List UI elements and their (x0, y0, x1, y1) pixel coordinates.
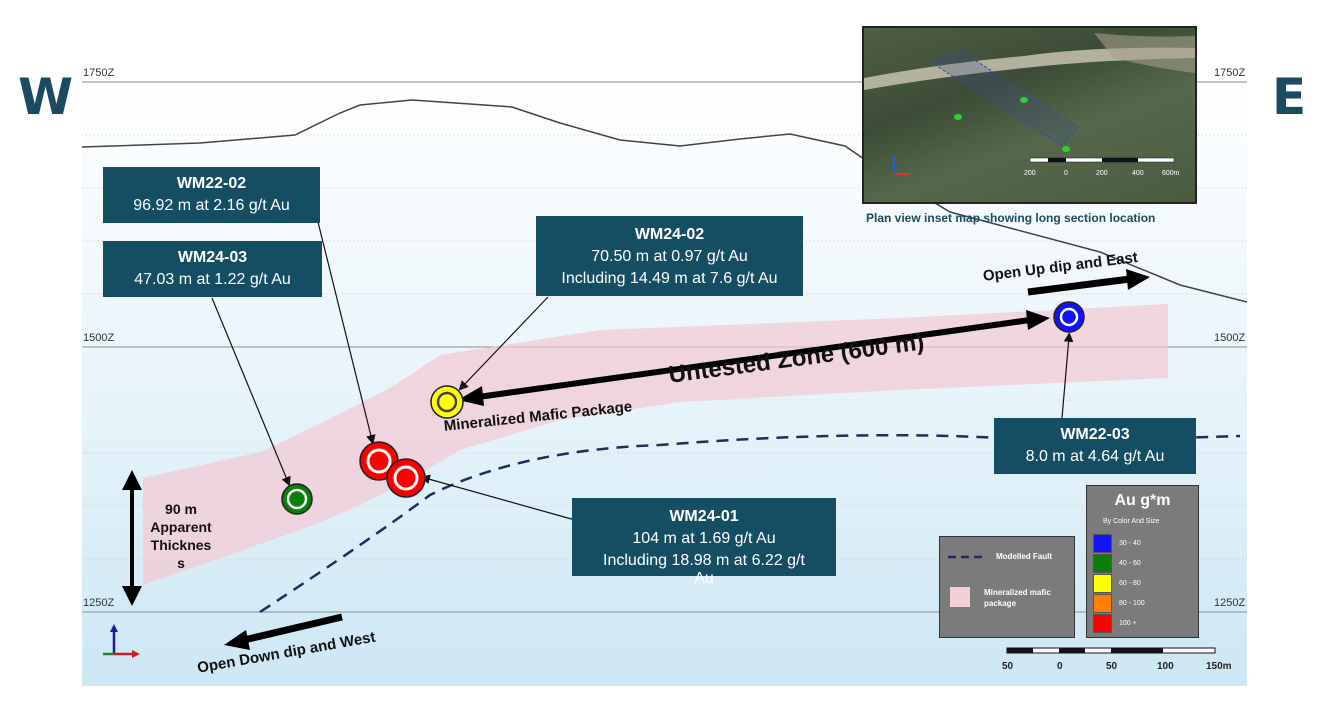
elevation-label-1500-right: 1500Z (1214, 332, 1246, 344)
au-legend-item: 80 - 100 (1093, 594, 1145, 613)
callout-line: 96.92 m at 2.16 g/t Au (133, 197, 290, 214)
callout-line: 70.50 m at 0.97 g/t Au (591, 248, 748, 265)
scale-bar (1006, 647, 1216, 654)
elevation-label-1750-left: 1750Z (83, 67, 115, 79)
callout-line: Au (694, 570, 714, 587)
au-legend-swatch (1093, 614, 1112, 633)
scale-bar-label: 150m (1206, 661, 1232, 672)
au-legend-title: Au g*m (1114, 492, 1171, 509)
au-legend-item-label: 100 + (1119, 620, 1137, 627)
package-legend-swatch (950, 587, 970, 607)
au-legend-item: 40 - 60 (1093, 554, 1141, 573)
au-legend-swatch (1093, 534, 1112, 553)
callout-wm22-03: WM22-03 8.0 m at 4.64 g/t Au (994, 418, 1196, 474)
intercept-wm24-02-marker (430, 385, 464, 419)
east-label: E (1272, 68, 1307, 126)
elevation-label-1500-left: 1500Z (83, 332, 115, 344)
inset-map: 200 0 200 400 600m (862, 26, 1197, 204)
intercept-wm24-01-marker (386, 458, 426, 498)
au-legend-item: 30 - 40 (1093, 534, 1141, 553)
au-legend-item-label: 60 - 80 (1119, 580, 1141, 587)
modelled-fault-line (259, 433, 1241, 614)
open-down-arrow (224, 613, 343, 650)
scale-bar-label: 0 (1057, 661, 1063, 672)
inset-scale-label: 0 (1064, 170, 1068, 177)
callout-line: Including 18.98 m at 6.22 g/t (603, 552, 805, 569)
au-legend-item: 60 - 80 (1093, 574, 1141, 593)
leader-lines (211, 221, 1074, 521)
thickness-line: 90 m (165, 501, 197, 517)
au-legend-item-label: 40 - 60 (1119, 560, 1141, 567)
thickness-line: Apparent (150, 519, 212, 535)
inset-scale-segment (1102, 158, 1138, 162)
callout-wm24-03: WM24-03 47.03 m at 1.22 g/t Au (103, 241, 322, 297)
package-legend-label: Mineralized mafic package (984, 588, 1051, 608)
mineralized-package-zone (143, 304, 1168, 585)
callout-line: 104 m at 1.69 g/t Au (632, 530, 776, 547)
inset-map-graphic (864, 33, 1195, 175)
scale-bar-label: 50 (1106, 661, 1118, 672)
thickness-label: 90 m Apparent Thicknes s (140, 500, 222, 572)
intercept-wm22-03-marker (1053, 301, 1085, 333)
inset-road (864, 47, 1195, 90)
callout-title: WM24-02 (634, 226, 705, 243)
inset-scale-label: 200 (1024, 170, 1036, 177)
inset-collar (954, 114, 962, 120)
callout-wm24-01: WM24-01 104 m at 1.69 g/t Au Including 1… (572, 498, 836, 587)
inset-scale-label: 600m (1162, 170, 1180, 177)
open-up-arrow (1027, 269, 1150, 296)
fault-legend-label: Modelled Fault (996, 552, 1052, 561)
thickness-line: Thicknes (150, 537, 212, 553)
scale-bar-label: 50 (1002, 661, 1014, 672)
callout-wm24-02: WM24-02 70.50 m at 0.97 g/t Au Including… (536, 216, 803, 296)
callout-title: WM24-03 (177, 249, 248, 266)
au-legend-item-label: 80 - 100 (1119, 600, 1145, 607)
inset-section-corridor (930, 49, 1079, 147)
callout-line: 8.0 m at 4.64 g/t Au (1025, 448, 1165, 465)
au-legend-swatch (1093, 594, 1112, 613)
inset-collar (1062, 146, 1070, 152)
au-legend-swatch (1093, 554, 1112, 573)
au-legend-item: 100 + (1093, 614, 1137, 633)
inset-scale-segment (1048, 158, 1066, 162)
au-legend: Au g*m By Color And Size 30 - 40 40 - 60… (1086, 485, 1199, 638)
inset-caption: Plan view inset map showing long section… (866, 211, 1156, 225)
untested-zone-arrow (458, 310, 1050, 406)
fault-legend-line-icon (948, 555, 986, 559)
callout-line: Including 14.49 m at 7.6 g/t Au (561, 270, 778, 287)
inset-clearing (1094, 33, 1195, 73)
callout-wm22-02: WM22-02 96.92 m at 2.16 g/t Au (103, 167, 320, 223)
elevation-label-1250-right: 1250Z (1214, 597, 1246, 609)
callout-title: WM22-02 (176, 175, 247, 192)
thickness-arrow (122, 470, 142, 606)
au-legend-subtitle: By Color And Size (1103, 518, 1160, 525)
axis-triad-icon (103, 624, 140, 658)
au-legend-swatch (1093, 574, 1112, 593)
inset-scale-label: 400 (1132, 170, 1144, 177)
intercept-wm24-03-marker (281, 483, 313, 515)
callout-title: WM22-03 (1060, 426, 1130, 443)
elevation-label-1750-right: 1750Z (1214, 67, 1246, 79)
thickness-line: s (177, 555, 185, 571)
scale-bar-label: 100 (1157, 661, 1174, 672)
au-legend-item-label: 30 - 40 (1119, 540, 1141, 547)
elevation-label-1250-left: 1250Z (83, 597, 115, 609)
topography-line (81, 99, 1248, 303)
inset-collar (1020, 97, 1028, 103)
fault-legend: Modelled Fault Mineralized mafic package (939, 536, 1075, 638)
callout-line: 47.03 m at 1.22 g/t Au (134, 271, 291, 288)
callout-title: WM24-01 (669, 508, 739, 525)
inset-scale-label: 200 (1096, 170, 1108, 177)
west-label: W (18, 68, 74, 126)
